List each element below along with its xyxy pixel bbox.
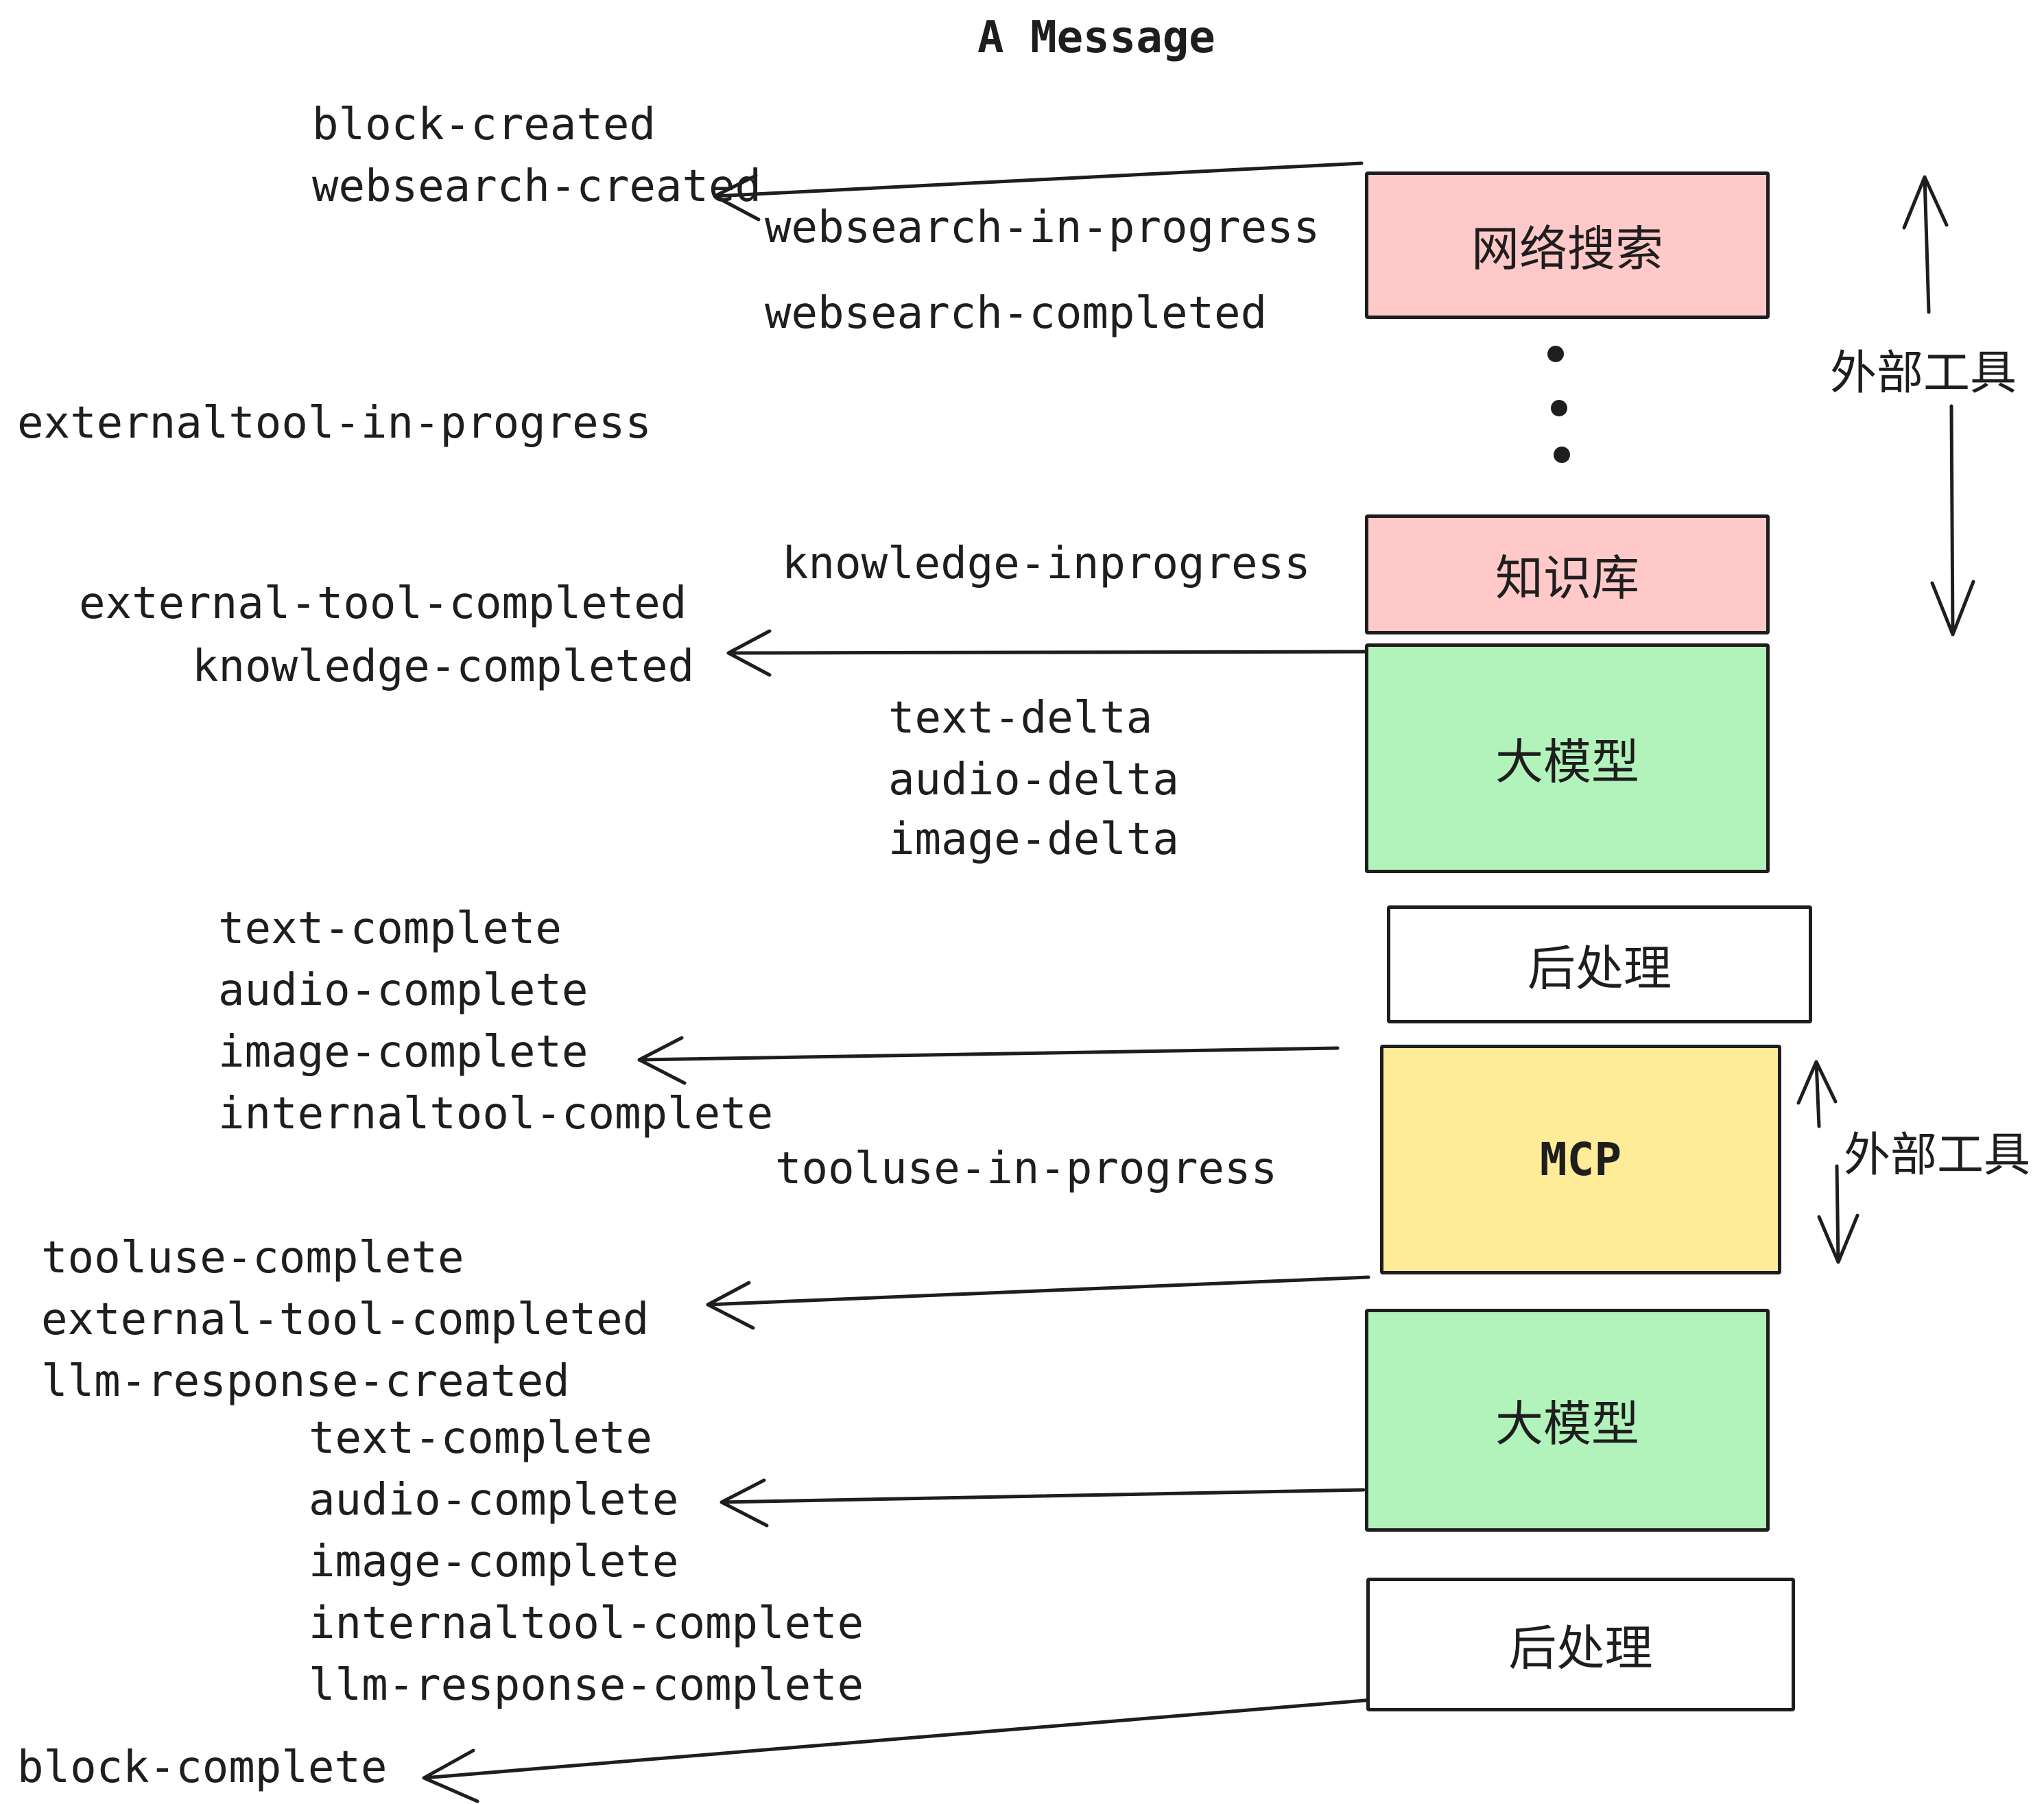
box-postprocess-label: 后处理 xyxy=(1508,1622,1653,1675)
external-tools-label: 外部工具 xyxy=(1844,1129,2031,1181)
event-label-image-delta: image-delta xyxy=(888,814,1179,865)
event-label-block-created: block-created xyxy=(312,99,656,150)
arrow-external-tools-up-1 xyxy=(1902,175,1949,314)
event-label-tooluse-in-progress: tooluse-in-progress xyxy=(775,1143,1278,1194)
event-label-text-delta: text-delta xyxy=(888,693,1153,744)
event-label-external-tool-completed: external-tool-completed xyxy=(41,1294,650,1345)
event-label-knowledge-completed: knowledge-completed xyxy=(192,641,695,692)
box-postprocess-label: 后处理 xyxy=(1528,941,1672,995)
event-label-llm-response-created: llm-response-created xyxy=(41,1356,570,1407)
diagram-title: A Message xyxy=(977,12,1215,63)
box-knowledge-base: 知识库 xyxy=(1365,514,1770,634)
box-llm: 大模型 xyxy=(1365,1309,1770,1532)
event-label-websearch-completed: websearch-completed xyxy=(765,288,1268,339)
box-mcp-label: MCP xyxy=(1539,1133,1622,1186)
arrow-post2-to-block-complete xyxy=(422,1698,1375,1803)
external-tools-label: 外部工具 xyxy=(1830,347,2017,399)
box-postprocess: 后处理 xyxy=(1387,905,1812,1023)
box-knowledge-base-label: 知识库 xyxy=(1495,551,1639,605)
event-label-audio-complete: audio-complete xyxy=(309,1475,679,1526)
box-llm: 大模型 xyxy=(1365,643,1770,873)
event-label-block-complete: block-complete xyxy=(17,1742,388,1793)
box-llm-label: 大模型 xyxy=(1495,735,1639,789)
event-label-image-complete: image-complete xyxy=(309,1536,679,1587)
event-label-external-tool-completed: external-tool-completed xyxy=(79,578,687,629)
event-label-knowledge-inprogress: knowledge-inprogress xyxy=(782,538,1311,589)
event-label-websearch-created: websearch-created xyxy=(312,161,762,212)
arrow-external-tools-up-2 xyxy=(1796,1060,1838,1128)
box-mcp: MCP xyxy=(1380,1045,1781,1274)
event-label-externaltool-in-progress: externaltool-in-progress xyxy=(17,398,652,449)
box-websearch-label: 网络搜索 xyxy=(1471,222,1663,276)
ellipsis-dots xyxy=(1547,346,1570,463)
event-label-llm-response-complete: llm-response-complete xyxy=(309,1660,864,1711)
event-label-internaltool-complete: internaltool-complete xyxy=(309,1598,864,1649)
event-label-audio-complete: audio-complete xyxy=(218,965,589,1016)
arrow-llm2-to-audio-complete xyxy=(720,1478,1366,1528)
box-llm-label: 大模型 xyxy=(1495,1397,1639,1451)
box-postprocess: 后处理 xyxy=(1366,1578,1795,1711)
arrow-websearch-to-block-created xyxy=(713,161,1364,222)
arrow-mcp-to-external-tool-completed xyxy=(706,1275,1370,1330)
event-label-text-complete: text-complete xyxy=(309,1413,652,1464)
event-label-websearch-in-progress: websearch-in-progress xyxy=(765,202,1320,253)
arrow-external-tools-down-1 xyxy=(1930,404,1975,637)
arrow-knowledge-to-knowledge-completed xyxy=(726,629,1374,677)
event-label-audio-delta: audio-delta xyxy=(888,755,1179,805)
arrow-post1-to-image-complete xyxy=(637,1036,1340,1085)
event-label-text-complete: text-complete xyxy=(218,903,562,954)
box-websearch: 网络搜索 xyxy=(1365,171,1770,319)
arrow-external-tools-down-2 xyxy=(1817,1164,1859,1264)
event-label-image-complete: image-complete xyxy=(218,1027,589,1078)
event-label-tooluse-complete: tooluse-complete xyxy=(41,1233,464,1283)
event-label-internaltool-complete: internaltool-complete xyxy=(218,1089,774,1139)
